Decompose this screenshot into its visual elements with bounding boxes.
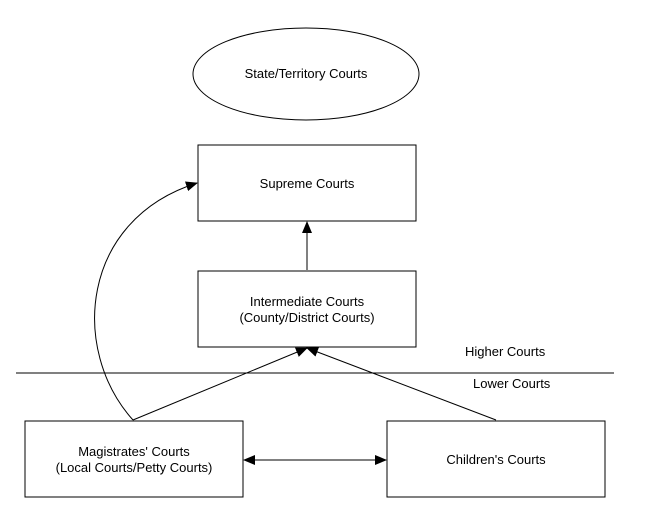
state-territory-courts-label: State/Territory Courts bbox=[245, 66, 368, 81]
edge-childrens-to-intermediate bbox=[306, 347, 497, 421]
magistrates-courts-node: Magistrates' Courts (Local Courts/Petty … bbox=[24, 420, 244, 498]
magistrates-courts-sublabel: (Local Courts/Petty Courts) bbox=[56, 460, 213, 475]
childrens-courts-label: Children's Courts bbox=[446, 452, 546, 467]
supreme-courts-label: Supreme Courts bbox=[260, 176, 355, 191]
intermediate-courts-label: Intermediate Courts bbox=[250, 294, 365, 309]
higher-courts-label: Higher Courts bbox=[465, 344, 546, 359]
state-territory-courts-node: State/Territory Courts bbox=[192, 27, 420, 121]
magistrates-courts-label: Magistrates' Courts bbox=[78, 444, 190, 459]
supreme-courts-node: Supreme Courts bbox=[197, 144, 417, 222]
intermediate-courts-sublabel: (County/District Courts) bbox=[239, 310, 374, 325]
edge-magistrates-to-supreme bbox=[94, 181, 198, 421]
edge-magistrates-to-intermediate bbox=[132, 347, 308, 421]
childrens-courts-box bbox=[386, 420, 606, 498]
intermediate-courts-box bbox=[197, 270, 417, 348]
state-territory-courts-ellipse bbox=[192, 27, 420, 121]
lower-courts-label: Lower Courts bbox=[473, 376, 551, 391]
magistrates-courts-box bbox=[24, 420, 244, 498]
childrens-courts-node: Children's Courts bbox=[386, 420, 606, 498]
intermediate-courts-node: Intermediate Courts (County/District Cou… bbox=[197, 270, 417, 348]
supreme-courts-box bbox=[197, 144, 417, 222]
